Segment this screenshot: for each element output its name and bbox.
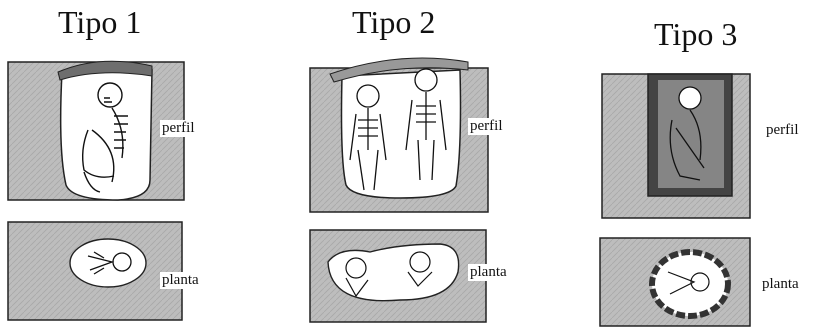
tipo-1-profile-label: perfil xyxy=(160,120,196,137)
tipo-3-title: Tipo 3 xyxy=(654,16,737,53)
tipo-1-title: Tipo 1 xyxy=(58,4,141,41)
tipo-2-plan-panel xyxy=(310,230,486,322)
tipo-1-profile-panel xyxy=(8,61,184,200)
tipo-2-title: Tipo 2 xyxy=(352,4,435,41)
tipo-3-profile-panel xyxy=(602,74,750,218)
tipo-1-plan-label: planta xyxy=(160,272,201,289)
tipo-3-plan-label: planta xyxy=(760,276,801,293)
tipo-2-plan-label: planta xyxy=(468,264,509,281)
tipo-3-profile-label: perfil xyxy=(764,122,800,139)
tipo-3-plan-panel xyxy=(600,238,750,326)
tipo-2-profile-panel xyxy=(310,58,488,212)
tipo-1-plan-panel xyxy=(8,222,182,320)
tipo-2-profile-label: perfil xyxy=(468,118,504,135)
